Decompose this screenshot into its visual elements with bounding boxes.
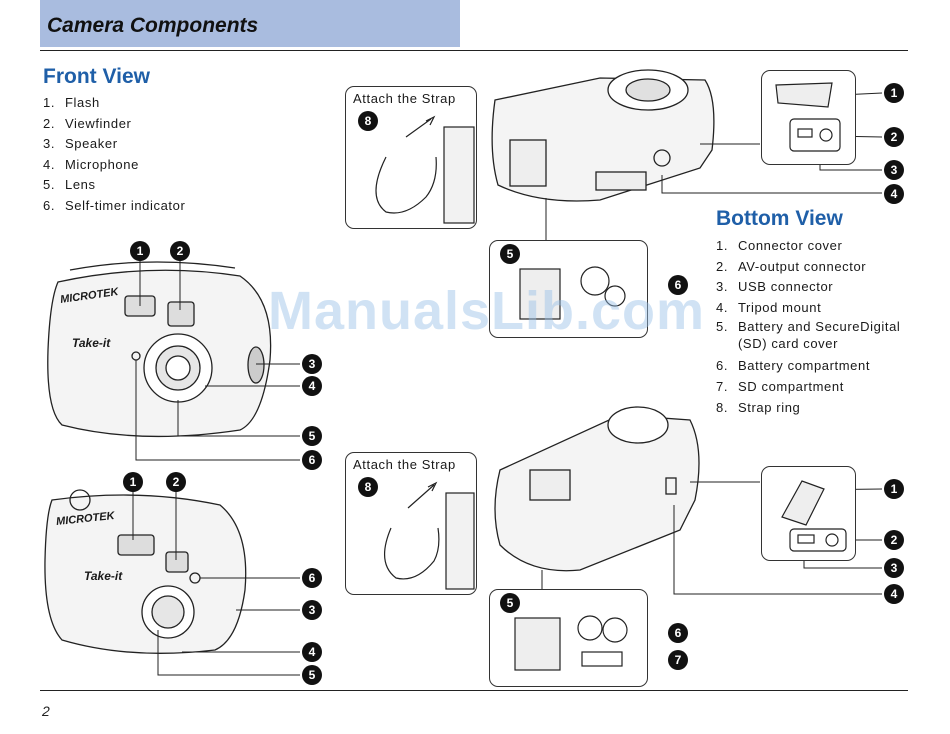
bottom-view-legend: 1.Connector cover 2.AV-output connector … [716,236,900,418]
legend-item: 3.USB connector [716,279,834,295]
callout-3: 3 [302,600,322,620]
model-logo: Take-it [84,569,123,583]
callout-7: 7 [668,650,688,670]
legend-item: 3.Speaker [43,136,118,152]
callout-6: 6 [302,450,322,470]
bottom-view-title: Bottom View [716,207,843,230]
legend-item: 1.Connector cover [716,238,843,253]
callout-2: 2 [170,241,190,261]
legend-item: 2.Viewfinder [43,115,132,131]
sd-compartment-illustration [514,615,628,671]
legend-item: 7.SD compartment [716,378,844,394]
page-number: 2 [42,703,50,719]
callout-3: 3 [884,558,904,578]
page-title: Camera Components [47,14,259,37]
connector-detail-box-2 [761,466,856,561]
legend-item: 1.Flash [43,95,100,110]
callout-5: 5 [500,593,520,613]
connector-port-illustration [775,82,841,152]
callout-8: 8 [358,477,378,497]
model-logo: Take-it [72,336,111,350]
legend-item: 4.Tripod mount [716,299,822,315]
battery-compartment-illustration [519,266,626,320]
callout-1: 1 [123,472,143,492]
legend-item: (SD) card cover [738,336,839,352]
callout-4: 4 [302,376,322,396]
front-view-legend: 1.Flash 2.Viewfinder 3.Speaker 4.Microph… [43,93,185,217]
front-camera-illustration-2 [44,489,247,654]
callout-1: 1 [884,83,904,103]
front-view-title: Front View [43,65,150,88]
legend-item: 5.Lens [43,177,96,193]
callout-4: 4 [302,642,322,662]
callout-3: 3 [884,160,904,180]
callout-8: 8 [358,111,378,131]
footer-divider [40,690,908,691]
attach-strap-label: Attach the Strap [353,91,456,106]
header-band [40,0,460,47]
strap-icon [384,481,475,590]
connector-detail-box-1 [761,70,856,165]
legend-item: 5.Battery and SecureDigital [716,319,901,335]
legend-item: 6.Battery compartment [716,358,871,374]
header-divider [40,50,908,51]
legend-item: 6.Self-timer indicator [43,197,186,213]
callout-2: 2 [884,530,904,550]
callout-5: 5 [302,426,322,446]
legend-item: 8.Strap ring [716,399,801,415]
attach-strap-box-top: Attach the Strap [345,86,477,229]
connector-port-illustration [781,480,847,552]
bottom-camera-illustration-1 [491,69,715,202]
callout-6: 6 [302,568,322,588]
watermark: ManualsLib.com [268,281,706,341]
bottom-camera-illustration-2 [494,406,700,572]
callout-2: 2 [166,472,186,492]
callout-2: 2 [884,127,904,147]
callout-5: 5 [500,244,520,264]
strap-icon [375,115,475,224]
callout-6: 6 [668,275,688,295]
attach-strap-box-bottom: Attach the Strap [345,452,477,595]
callout-5: 5 [302,665,322,685]
callout-6: 6 [668,623,688,643]
callout-4: 4 [884,584,904,604]
legend-item: 2.AV-output connector [716,258,867,274]
front-camera-illustration-1 [47,261,272,438]
callout-1: 1 [130,241,150,261]
attach-strap-label: Attach the Strap [353,457,456,472]
callout-1: 1 [884,479,904,499]
callout-3: 3 [302,354,322,374]
legend-item: 4.Microphone [43,156,139,172]
callout-4: 4 [884,184,904,204]
